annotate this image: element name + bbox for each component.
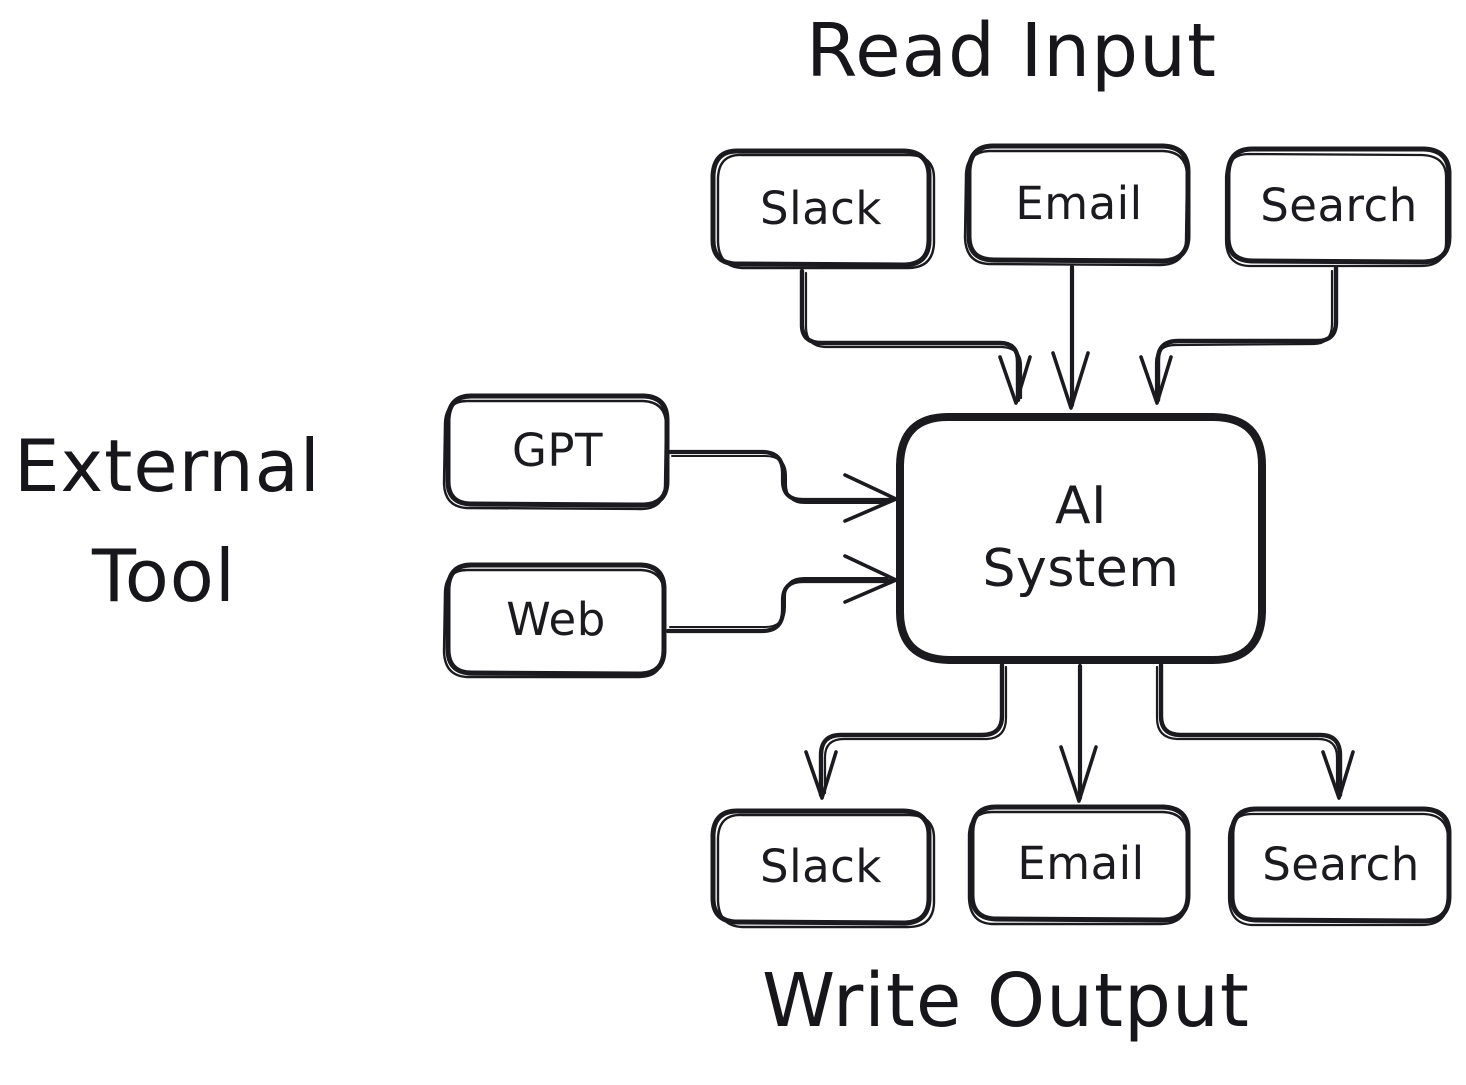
arrow-ai-to-search-output — [1155, 662, 1355, 800]
node-box-gpt[interactable] — [442, 393, 670, 511]
section-title-external-tool-line1: External — [14, 424, 321, 508]
section-title-write-output: Write Output — [762, 958, 1250, 1044]
node-box-search-output[interactable] — [1227, 806, 1452, 927]
node-box-email-input[interactable] — [963, 143, 1191, 267]
arrow-search-input-to-ai — [1139, 265, 1339, 405]
arrow-ai-to-email-output — [1059, 663, 1098, 803]
arrow-slack-input-to-ai — [799, 268, 1032, 405]
node-box-ai-system[interactable] — [896, 413, 1266, 664]
node-box-web[interactable] — [442, 562, 667, 679]
arrow-email-input-to-ai — [1051, 264, 1090, 410]
node-box-slack-input[interactable] — [710, 148, 936, 270]
section-title-external-tool-line2: Tool — [92, 534, 236, 618]
node-box-search-input[interactable] — [1224, 146, 1452, 268]
arrow-web-to-ai — [665, 554, 898, 634]
node-box-email-output[interactable] — [967, 804, 1191, 926]
arrow-ai-to-slack-output — [804, 662, 1008, 800]
arrow-gpt-to-ai — [667, 449, 898, 523]
node-box-slack-output[interactable] — [710, 808, 936, 929]
section-title-read-input: Read Input — [806, 8, 1218, 94]
